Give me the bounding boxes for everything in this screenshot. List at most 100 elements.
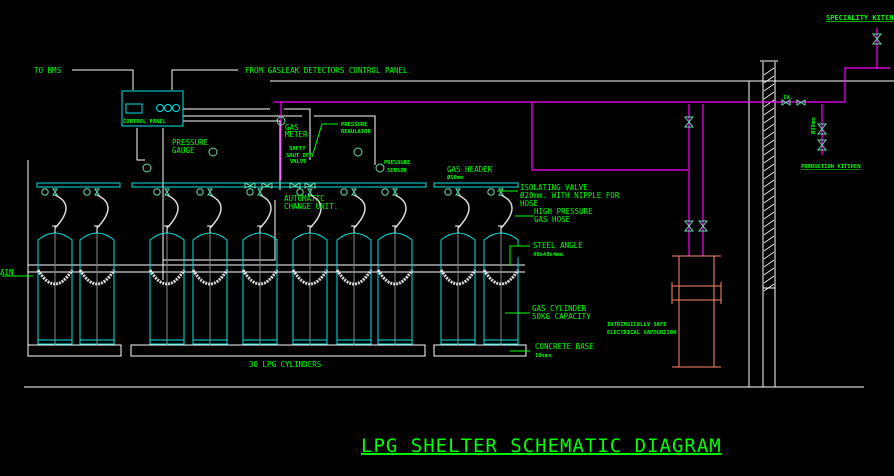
label-specialty-kitchen: SPECIALITY KITCH [826, 14, 893, 22]
pressure-gauge-icon [153, 188, 161, 196]
hatch-line [763, 115, 775, 124]
isolating-valve-icon [392, 188, 398, 196]
isolating-valve-icon [164, 188, 170, 196]
gas-cylinder [148, 188, 186, 345]
chain [439, 269, 477, 286]
label-steel-angle: 40x40x4mm [533, 252, 563, 258]
valves [142, 33, 883, 232]
hatch-line [763, 83, 775, 92]
label-pressure-gauge: PRESSURE [172, 138, 209, 147]
chain [78, 269, 116, 286]
gas-hose [96, 194, 109, 229]
label-pipe-size: Ø38mm [810, 117, 817, 135]
gas-cylinder [291, 188, 329, 345]
hatch-line [763, 195, 775, 204]
pressure-gauge-icon [381, 188, 389, 196]
valve-icon [816, 139, 828, 151]
concrete-base [130, 344, 426, 357]
label-valve-size: 1V. [783, 95, 793, 101]
chain [36, 269, 74, 286]
isolating-valve-icon [257, 188, 263, 196]
pressure-gauge-icon [246, 188, 254, 196]
label-pressure-gauge: GAUGE [172, 146, 195, 155]
pressure-gauge-icon [41, 188, 49, 196]
label-vaporiser: ELECTRICAL VAPOURISOR [607, 330, 677, 336]
label-cylinder-count: 30 LPG CYLINDERS [249, 360, 322, 369]
hatch-line [763, 283, 775, 292]
gas-hose [353, 194, 366, 229]
label-pressure-sensor: PRESSURE [384, 160, 411, 166]
valve-icon [796, 99, 806, 106]
label-to-bms: TO BMS [34, 66, 62, 75]
hatch-line [763, 259, 775, 268]
hatch-line [763, 91, 775, 100]
label-vaporiser: INTRINSICALLY SAFE [607, 322, 667, 328]
pressure-gauge-icon [83, 188, 91, 196]
cylinder-body [292, 232, 328, 345]
gas-meter-icon [276, 116, 286, 126]
label-concrete-base: CONCRETE BASE [535, 342, 594, 351]
hatch-line [763, 171, 775, 180]
hatch-line [763, 99, 775, 108]
valve-icon [683, 116, 695, 128]
hatch-line [763, 251, 775, 260]
pressure-gauge-icon [208, 147, 218, 157]
label-chain: AIN [0, 268, 14, 277]
gas-hose [500, 194, 513, 229]
label-safety-valve: SHUT OFF [286, 153, 313, 159]
gas-hose [54, 194, 67, 229]
label-isolating-valve: Ø20mm. WITH NIPPLE FOR [520, 191, 620, 200]
label-isolating-valve: ISOLATING VALVE [520, 183, 588, 192]
pressure-gauge-icon [196, 188, 204, 196]
annotations: TO BMS FROM GASLEAK DETECTORS CONTROL PA… [0, 14, 893, 457]
chain [191, 269, 229, 286]
label-regulator: PRESSURE [341, 122, 368, 128]
pressure-sensor-icon [142, 163, 152, 173]
gas-header [36, 182, 519, 188]
label-concrete-base: 10cms [535, 353, 552, 359]
label-hose: HIGH PRESSURE [534, 207, 593, 216]
cylinder-body [336, 232, 372, 345]
label-regulator: REGULATOR [341, 129, 371, 135]
concrete-base [27, 344, 122, 357]
pressure-gauge-icon [487, 188, 495, 196]
label-gas-meter: METER [285, 130, 308, 139]
hatch-line [763, 267, 775, 276]
label-change-unit: CHANGE UNIT. [284, 202, 338, 211]
hatch-line [763, 163, 775, 172]
hatch-line [763, 187, 775, 196]
gas-hose [309, 194, 322, 229]
concrete-bases [27, 344, 527, 357]
pressure-sensor-icon [375, 163, 385, 173]
control-panel[interactable] [121, 90, 184, 127]
chain [335, 269, 373, 286]
label-gas-header: Ø50mm [446, 174, 464, 181]
pressure-gauge-icon [444, 188, 452, 196]
gas-cylinder [376, 188, 414, 345]
chain [148, 269, 186, 286]
label-from-gasleak: FROM GASLEAK DETECTORS CONTROL PANEL [245, 66, 408, 75]
isolating-valve-icon [498, 188, 504, 196]
hatch-line [763, 123, 775, 132]
chain [482, 269, 520, 286]
hatch-line [763, 203, 775, 212]
valve-icon [871, 33, 883, 45]
cylinders [36, 188, 520, 345]
gas-hose [209, 194, 222, 229]
gas-cylinder [78, 188, 116, 345]
label-hose: GAS HOSE [534, 215, 571, 224]
cylinder-body [79, 232, 115, 345]
label-change-unit: AUTOMATIC [284, 194, 325, 203]
cylinder-body [377, 232, 413, 345]
gas-cylinder [241, 188, 279, 345]
hatch-line [763, 179, 775, 188]
label-gas-meter: GAS [285, 123, 299, 132]
gas-hose [259, 194, 272, 229]
pressure-gauge-icon [296, 188, 304, 196]
chain [291, 269, 329, 286]
hatch-line [763, 75, 775, 84]
hatch-line [763, 227, 775, 236]
gas-cylinder [191, 188, 229, 345]
label-cylinder: 50KG CAPACITY [532, 312, 591, 321]
